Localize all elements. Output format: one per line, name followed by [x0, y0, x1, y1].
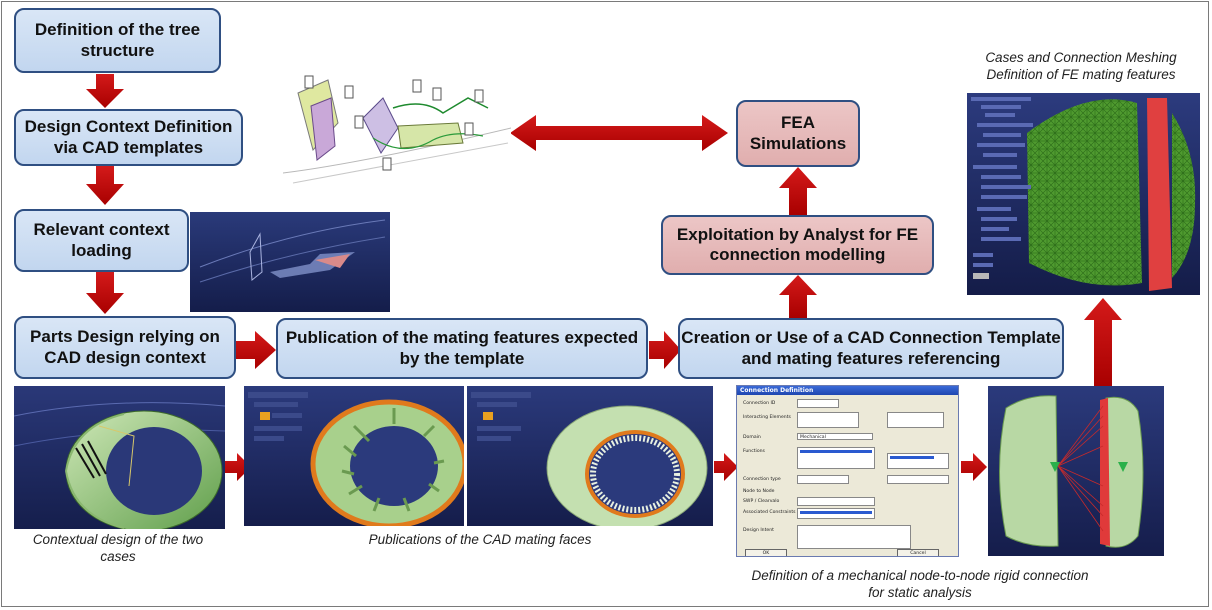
functions-list[interactable] — [797, 447, 875, 469]
box-design-context: Design Context Definition via CAD templa… — [14, 109, 243, 166]
technology-select[interactable] — [887, 475, 949, 484]
domain-select[interactable]: Mechanical — [797, 433, 873, 440]
dialog-row-8: Design Intent — [743, 528, 774, 533]
box-creation: Creation or Use of a CAD Connection Temp… — [678, 318, 1064, 379]
dialog-row-0: Connection ID — [743, 401, 776, 406]
dialog-row-5: Node to Node — [743, 489, 775, 494]
publication-image-2 — [467, 386, 713, 526]
connection-id-field[interactable] — [797, 399, 839, 408]
arrow-parts-to-publication — [236, 331, 276, 369]
arrow-dialog-to-img4 — [961, 453, 987, 481]
dialog-row-2: Domain — [743, 435, 761, 440]
caption-contextual: Contextual design of the two cases — [32, 532, 204, 564]
caption-definition: Definition of a mechanical node-to-node … — [751, 568, 1089, 600]
box-parts-design: Parts Design relying on CAD design conte… — [14, 316, 236, 379]
swp-select[interactable] — [797, 497, 875, 506]
dialog-row-3: Functions — [743, 449, 765, 454]
ports-field[interactable] — [887, 412, 944, 428]
box-exploitation-label: Exploitation by Analyst for FE connectio… — [676, 224, 919, 264]
arrow-img4-to-mesh — [1084, 298, 1122, 387]
dialog-cancel-button[interactable]: Cancel — [897, 549, 939, 556]
arrow-tree-to-context — [86, 74, 124, 108]
interacting-elements-field[interactable] — [797, 412, 859, 428]
box-relevant-context: Relevant context loading — [14, 209, 189, 272]
arrow-img3-to-dialog — [714, 453, 738, 481]
arrow-img1-to-img2 — [225, 453, 251, 481]
box-publication-label: Publication of the mating features expec… — [285, 328, 639, 368]
contextual-design-image — [14, 386, 225, 529]
caption-meshing: Cases and Connection Meshing Definition … — [985, 50, 1177, 82]
publication-image-1 — [244, 386, 464, 526]
arrow-relevant-to-parts — [86, 272, 124, 314]
box-parts-design-label: Parts Design relying on CAD design conte… — [30, 327, 220, 367]
arrow-context-to-relevant — [86, 166, 124, 205]
cad-template-image — [283, 68, 511, 193]
connection-type-select[interactable] — [797, 475, 849, 484]
box-tree-structure: Definition of the tree structure — [14, 8, 221, 73]
box-publication: Publication of the mating features expec… — [276, 318, 648, 379]
relevant-context-image — [190, 212, 390, 312]
dialog-title: Connection Definition — [737, 386, 958, 395]
box-fea: FEA Simulations — [736, 100, 860, 167]
double-arrow-cad-fea — [510, 115, 728, 151]
design-intent-field[interactable] — [797, 525, 911, 549]
box-relevant-context-label: Relevant context loading — [33, 220, 170, 260]
box-fea-label: FEA Simulations — [749, 113, 847, 153]
dialog-row-6: SWP / Clearvalo — [743, 499, 780, 504]
constraints-list[interactable] — [797, 508, 875, 519]
requirements-list[interactable] — [887, 453, 949, 469]
arrow-creation-to-exploitation — [779, 275, 817, 318]
caption-publications: Publications of the CAD mating faces — [368, 532, 592, 547]
dialog-ok-button[interactable]: OK — [745, 549, 787, 556]
mesh-image — [967, 93, 1200, 295]
arrow-publication-to-creation — [649, 331, 681, 369]
box-design-context-label: Design Context Definition via CAD templa… — [24, 117, 233, 157]
connection-definition-dialog: Connection Definition Connection ID Inte… — [736, 385, 959, 557]
box-tree-structure-label: Definition of the tree structure — [34, 20, 201, 60]
rigid-connection-image — [988, 386, 1164, 556]
dialog-row-7: Associated Constraints — [743, 510, 796, 515]
arrow-exploitation-to-fea — [779, 167, 817, 215]
box-creation-label: Creation or Use of a CAD Connection Temp… — [681, 328, 1061, 368]
dialog-row-1: Interacting Elements — [743, 415, 791, 420]
box-exploitation: Exploitation by Analyst for FE connectio… — [661, 215, 934, 275]
dialog-row-4: Connection type — [743, 477, 781, 482]
